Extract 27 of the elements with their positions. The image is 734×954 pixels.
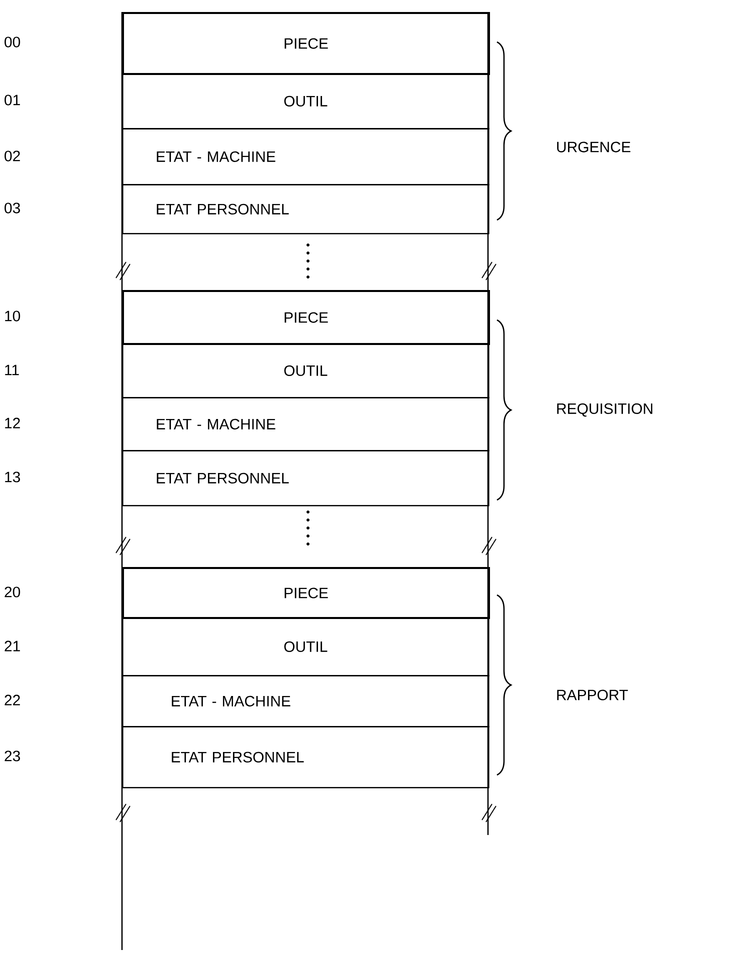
memory-row: PIECE bbox=[122, 290, 490, 345]
address-number: 20 bbox=[4, 586, 20, 598]
address-number: 23 bbox=[4, 750, 20, 762]
memory-row: PIECE bbox=[122, 12, 490, 75]
address-number: 02 bbox=[4, 150, 20, 162]
address-number: 00 bbox=[4, 36, 20, 48]
address-number: 22 bbox=[4, 694, 20, 706]
address-number: 13 bbox=[5, 472, 20, 482]
memory-row: ETAT PERSONNEL bbox=[122, 184, 490, 234]
memory-row: ETAT PERSONNEL bbox=[122, 450, 490, 506]
memory-row: ETAT - MACHINE bbox=[122, 675, 490, 728]
address-number: 03 bbox=[4, 202, 20, 214]
address-number: 10 bbox=[5, 310, 20, 322]
group-label: URGENCE bbox=[557, 142, 630, 152]
address-number: 01 bbox=[4, 94, 20, 106]
address-number: 12 bbox=[5, 418, 20, 428]
address-number: 21 bbox=[4, 640, 20, 652]
memory-row: ETAT - MACHINE bbox=[122, 397, 490, 452]
group-label: RAPPORT bbox=[557, 690, 628, 700]
memory-row: OUTIL bbox=[122, 617, 490, 676]
address-number: 11 bbox=[5, 364, 19, 376]
memory-row: ETAT PERSONNEL bbox=[122, 726, 490, 788]
memory-row: OUTIL bbox=[122, 343, 490, 398]
group-label: REQUISITION bbox=[557, 403, 652, 417]
memory-row: PIECE bbox=[122, 567, 490, 619]
memory-row: OUTIL bbox=[122, 73, 490, 130]
memory-row: ETAT - MACHINE bbox=[122, 128, 490, 186]
